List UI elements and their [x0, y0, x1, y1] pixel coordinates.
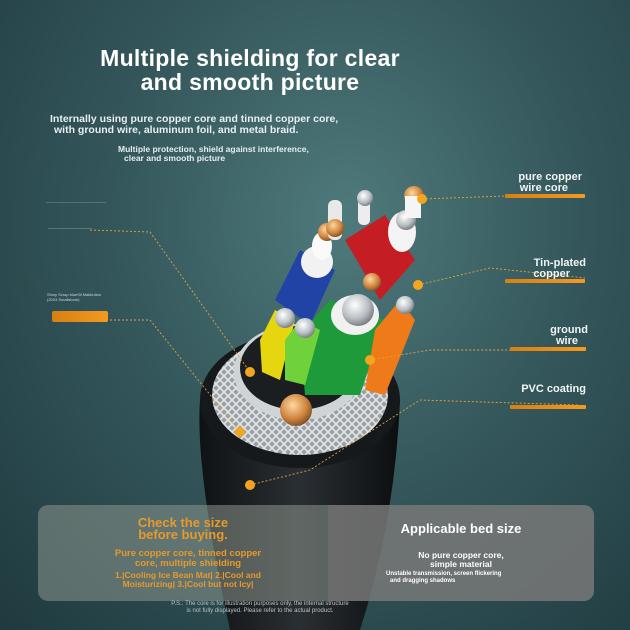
- wire-yellow: [260, 308, 295, 380]
- description-primary-line-2: with ground wire, aluminum foil, and met…: [54, 124, 299, 136]
- dot-braid: [235, 427, 245, 437]
- description-primary: Internally using pure copper core and ti…: [50, 114, 410, 136]
- dot-pvc: [245, 480, 255, 490]
- label-pure-copper: pure copper wire core: [470, 172, 582, 194]
- no-pure-copper-line-1: No pure copper core,: [418, 550, 504, 560]
- pure-copper-note: Pure copper core, tinned copper core, mu…: [58, 549, 318, 569]
- tiny-left-note-line-2: (2003 Smallstone): [47, 297, 80, 302]
- check-size-line-1: Check the size: [137, 515, 229, 530]
- dot-ground: [365, 355, 375, 365]
- callout-line-left-mid: [110, 319, 241, 433]
- check-size-line-2: before buying.: [138, 527, 228, 542]
- no-pure-copper-note: No pure copper core, simple material: [328, 551, 594, 569]
- pure-copper-note-line-2: core, multiple shielding: [134, 558, 242, 569]
- callout-line-pvc: [249, 399, 581, 486]
- pure-copper-note-line-1: Pure copper core, tinned copper: [114, 548, 262, 559]
- check-size-title: Check the size before buying.: [38, 515, 328, 542]
- label-ground-wire: ground wire: [500, 325, 588, 347]
- label-pure-copper-line-1: pure copper: [518, 171, 582, 183]
- bar-pure-copper: [505, 194, 585, 198]
- headline-line-1: Multiple shielding for clear: [100, 45, 400, 71]
- unstable-transmission-note: Unstable transmission, screen flickering…: [386, 571, 576, 585]
- footnote: P.S.: The core is for illustration purpo…: [130, 601, 390, 615]
- description-secondary-line-2: clear and smooth picture: [124, 153, 226, 163]
- product-features: 1.|Cooling Ice Bean Mat| 2.|Cool and Moi…: [68, 571, 308, 589]
- wire-orange: [365, 296, 415, 395]
- footnote-line-1: P.S.: The core is for illustration purpo…: [171, 601, 349, 607]
- wire-green: [300, 273, 385, 395]
- left-divider-line: [46, 202, 106, 203]
- description-primary-line-1: Internally using pure copper core and ti…: [50, 113, 339, 125]
- label-pvc-coating: PVC coating: [521, 383, 586, 395]
- dot-copper: [417, 194, 427, 204]
- ground-wire-core: [280, 394, 312, 426]
- footnote-line-2: is not fully displayed. Please refer to …: [186, 608, 334, 614]
- unstable-line-1: Unstable transmission, screen flickering: [386, 571, 502, 577]
- no-pure-copper-line-2: simple material: [430, 559, 492, 569]
- label-pure-copper-line-2: wire core: [519, 182, 568, 194]
- callout-line-copper: [421, 195, 506, 200]
- unstable-line-2: and dragging shadows: [390, 578, 456, 584]
- label-ground-wire-line-1: ground: [550, 324, 588, 336]
- headline: Multiple shielding for clear and smooth …: [0, 46, 500, 94]
- callout-line-left-top: [89, 229, 251, 373]
- comparison-panel-good: Check the size before buying. Pure coppe…: [38, 505, 328, 601]
- description-secondary: Multiple protection, shield against inte…: [118, 145, 378, 163]
- product-features-line-1: 1.|Cooling Ice Bean Mat| 2.|Cool and: [115, 570, 261, 580]
- dot-foil: [245, 367, 255, 377]
- label-tin-plated-line-1: Tin-plated: [533, 257, 586, 269]
- tiny-left-note: Shiny Scrap blueSil Malibution (2003 Sma…: [47, 292, 117, 302]
- left-top-accent-line: [48, 228, 92, 229]
- callout-line-tin: [417, 267, 586, 286]
- wire-small-white: [326, 190, 373, 240]
- label-tin-plated-line-2: copper: [533, 268, 570, 280]
- description-secondary-line-1: Multiple protection, shield against inte…: [118, 144, 309, 154]
- comparison-panel-bad: Applicable bed size No pure copper core,…: [328, 505, 594, 601]
- bar-tin-plated: [505, 279, 585, 283]
- dot-tin: [413, 280, 423, 290]
- product-features-line-2: Moisturizing| 3.|Cool but not Icy|: [122, 579, 254, 589]
- bar-pvc-coating: [510, 405, 586, 409]
- wire-red: [345, 186, 424, 300]
- left-accent-bar: [52, 311, 108, 322]
- wire-lightgreen: [285, 318, 320, 385]
- label-tin-plated: Tin-plated copper: [480, 258, 586, 280]
- bar-ground-wire: [510, 347, 586, 351]
- tiny-left-note-line-1: Shiny Scrap blueSil Malibution: [47, 292, 102, 297]
- applicable-bed-size-title: Applicable bed size: [400, 521, 522, 536]
- headline-line-2: and smooth picture: [140, 69, 360, 95]
- label-ground-wire-line-2: wire: [555, 335, 578, 347]
